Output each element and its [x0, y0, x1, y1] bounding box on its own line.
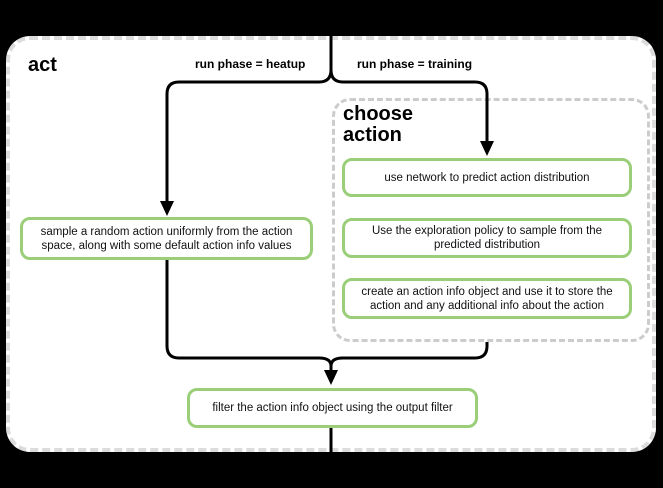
node-sample-random-action-label: sample a random action uniformly from th… [40, 225, 293, 252]
branch-label-heatup: run phase = heatup [195, 57, 306, 71]
node-predict-distribution-label: use network to predict action distributi… [384, 171, 590, 184]
node-filter-output: filter the action info object using the … [187, 388, 478, 428]
node-exploration-policy: Use the exploration policy to sample fro… [342, 218, 632, 258]
node-action-info-object-label: create an action info object and use it … [361, 285, 613, 312]
choose-action-title: choose action [343, 103, 414, 146]
act-title: act [28, 54, 57, 76]
node-exploration-policy-label: Use the exploration policy to sample fro… [371, 225, 603, 251]
node-action-info-object: create an action info object and use it … [342, 278, 632, 319]
node-predict-distribution: use network to predict action distributi… [342, 158, 632, 197]
node-sample-random-action: sample a random action uniformly from th… [20, 217, 313, 260]
branch-label-training: run phase = training [357, 57, 473, 71]
node-filter-output-label: filter the action info object using the … [212, 402, 453, 414]
